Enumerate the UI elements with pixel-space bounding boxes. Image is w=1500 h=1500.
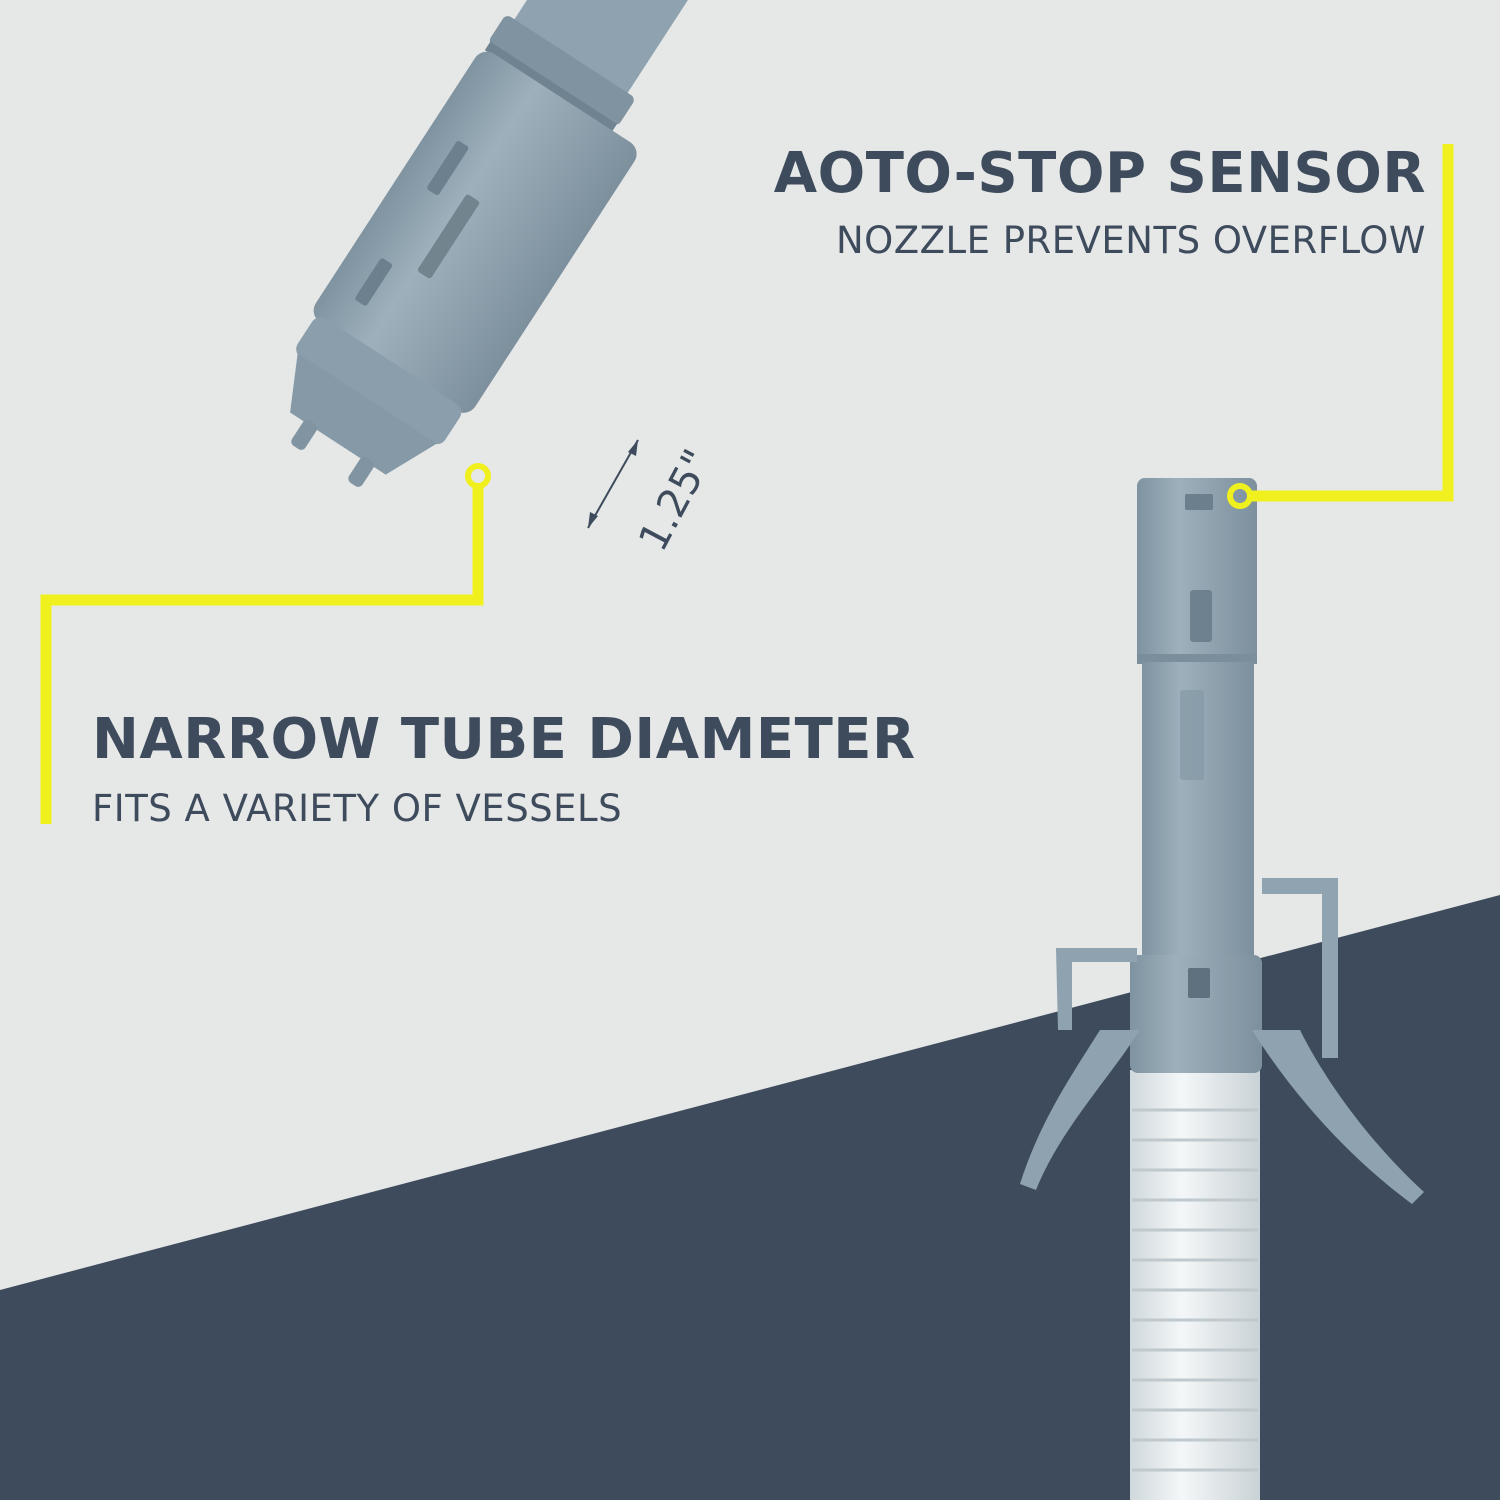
sensor-callout-title: AOTO-STOP SENSOR bbox=[773, 141, 1426, 206]
tube-callout-dot bbox=[465, 463, 491, 489]
tube-callout-title: NARROW TUBE DIAMETER bbox=[92, 707, 916, 772]
tube-callout-subtitle: FITS A VARIETY OF VESSELS bbox=[92, 787, 623, 830]
sensor-callout-line bbox=[1250, 144, 1454, 502]
sensor-callout-subtitle: NOZZLE PREVENTS OVERFLOW bbox=[835, 219, 1426, 262]
vertical-nozzle-image bbox=[1020, 478, 1424, 1500]
tube-callout-line bbox=[40, 488, 484, 824]
sensor-callout-dot bbox=[1227, 483, 1253, 509]
angled-nozzle-image bbox=[290, 0, 769, 487]
